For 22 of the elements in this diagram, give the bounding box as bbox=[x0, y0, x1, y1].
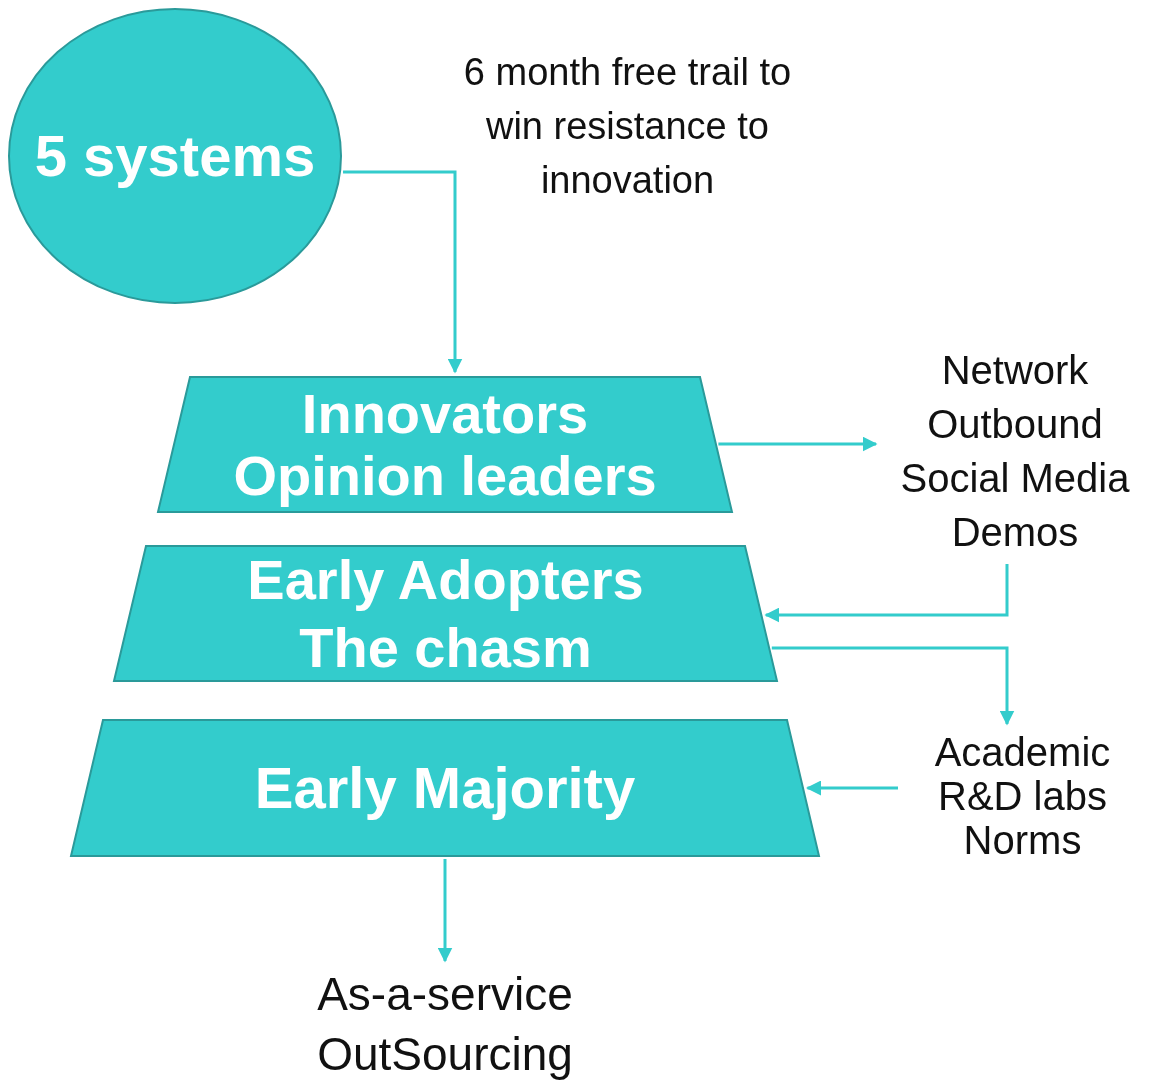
arrow bbox=[343, 170, 463, 374]
arrow bbox=[806, 780, 898, 796]
shape-label: Early Adopters bbox=[247, 546, 644, 613]
arrow bbox=[764, 564, 1009, 623]
shape-label: Innovators bbox=[301, 382, 589, 445]
shape-label: 5 systems bbox=[34, 126, 316, 186]
text-label: As-a-service bbox=[317, 967, 573, 1022]
text-label: Outbound bbox=[927, 401, 1103, 448]
edge-label: 6 month free trail to win resistance to innovation bbox=[462, 50, 793, 203]
text-label: Norms bbox=[963, 818, 1082, 862]
text-label: OutSourcing bbox=[317, 1027, 573, 1082]
arrow bbox=[771, 646, 1015, 726]
shape-label: Opinion leaders bbox=[233, 444, 657, 507]
text-label: Demos bbox=[951, 509, 1079, 556]
arrow bbox=[437, 859, 453, 963]
shape-label: The chasm bbox=[299, 614, 592, 681]
text-label: Social Media bbox=[900, 455, 1130, 502]
text-label: Network bbox=[941, 347, 1089, 394]
text-label: Academic bbox=[934, 730, 1111, 774]
arrow bbox=[718, 436, 878, 452]
text-label: R&D labs bbox=[938, 774, 1107, 818]
shape-label: Early Majority bbox=[254, 758, 636, 818]
